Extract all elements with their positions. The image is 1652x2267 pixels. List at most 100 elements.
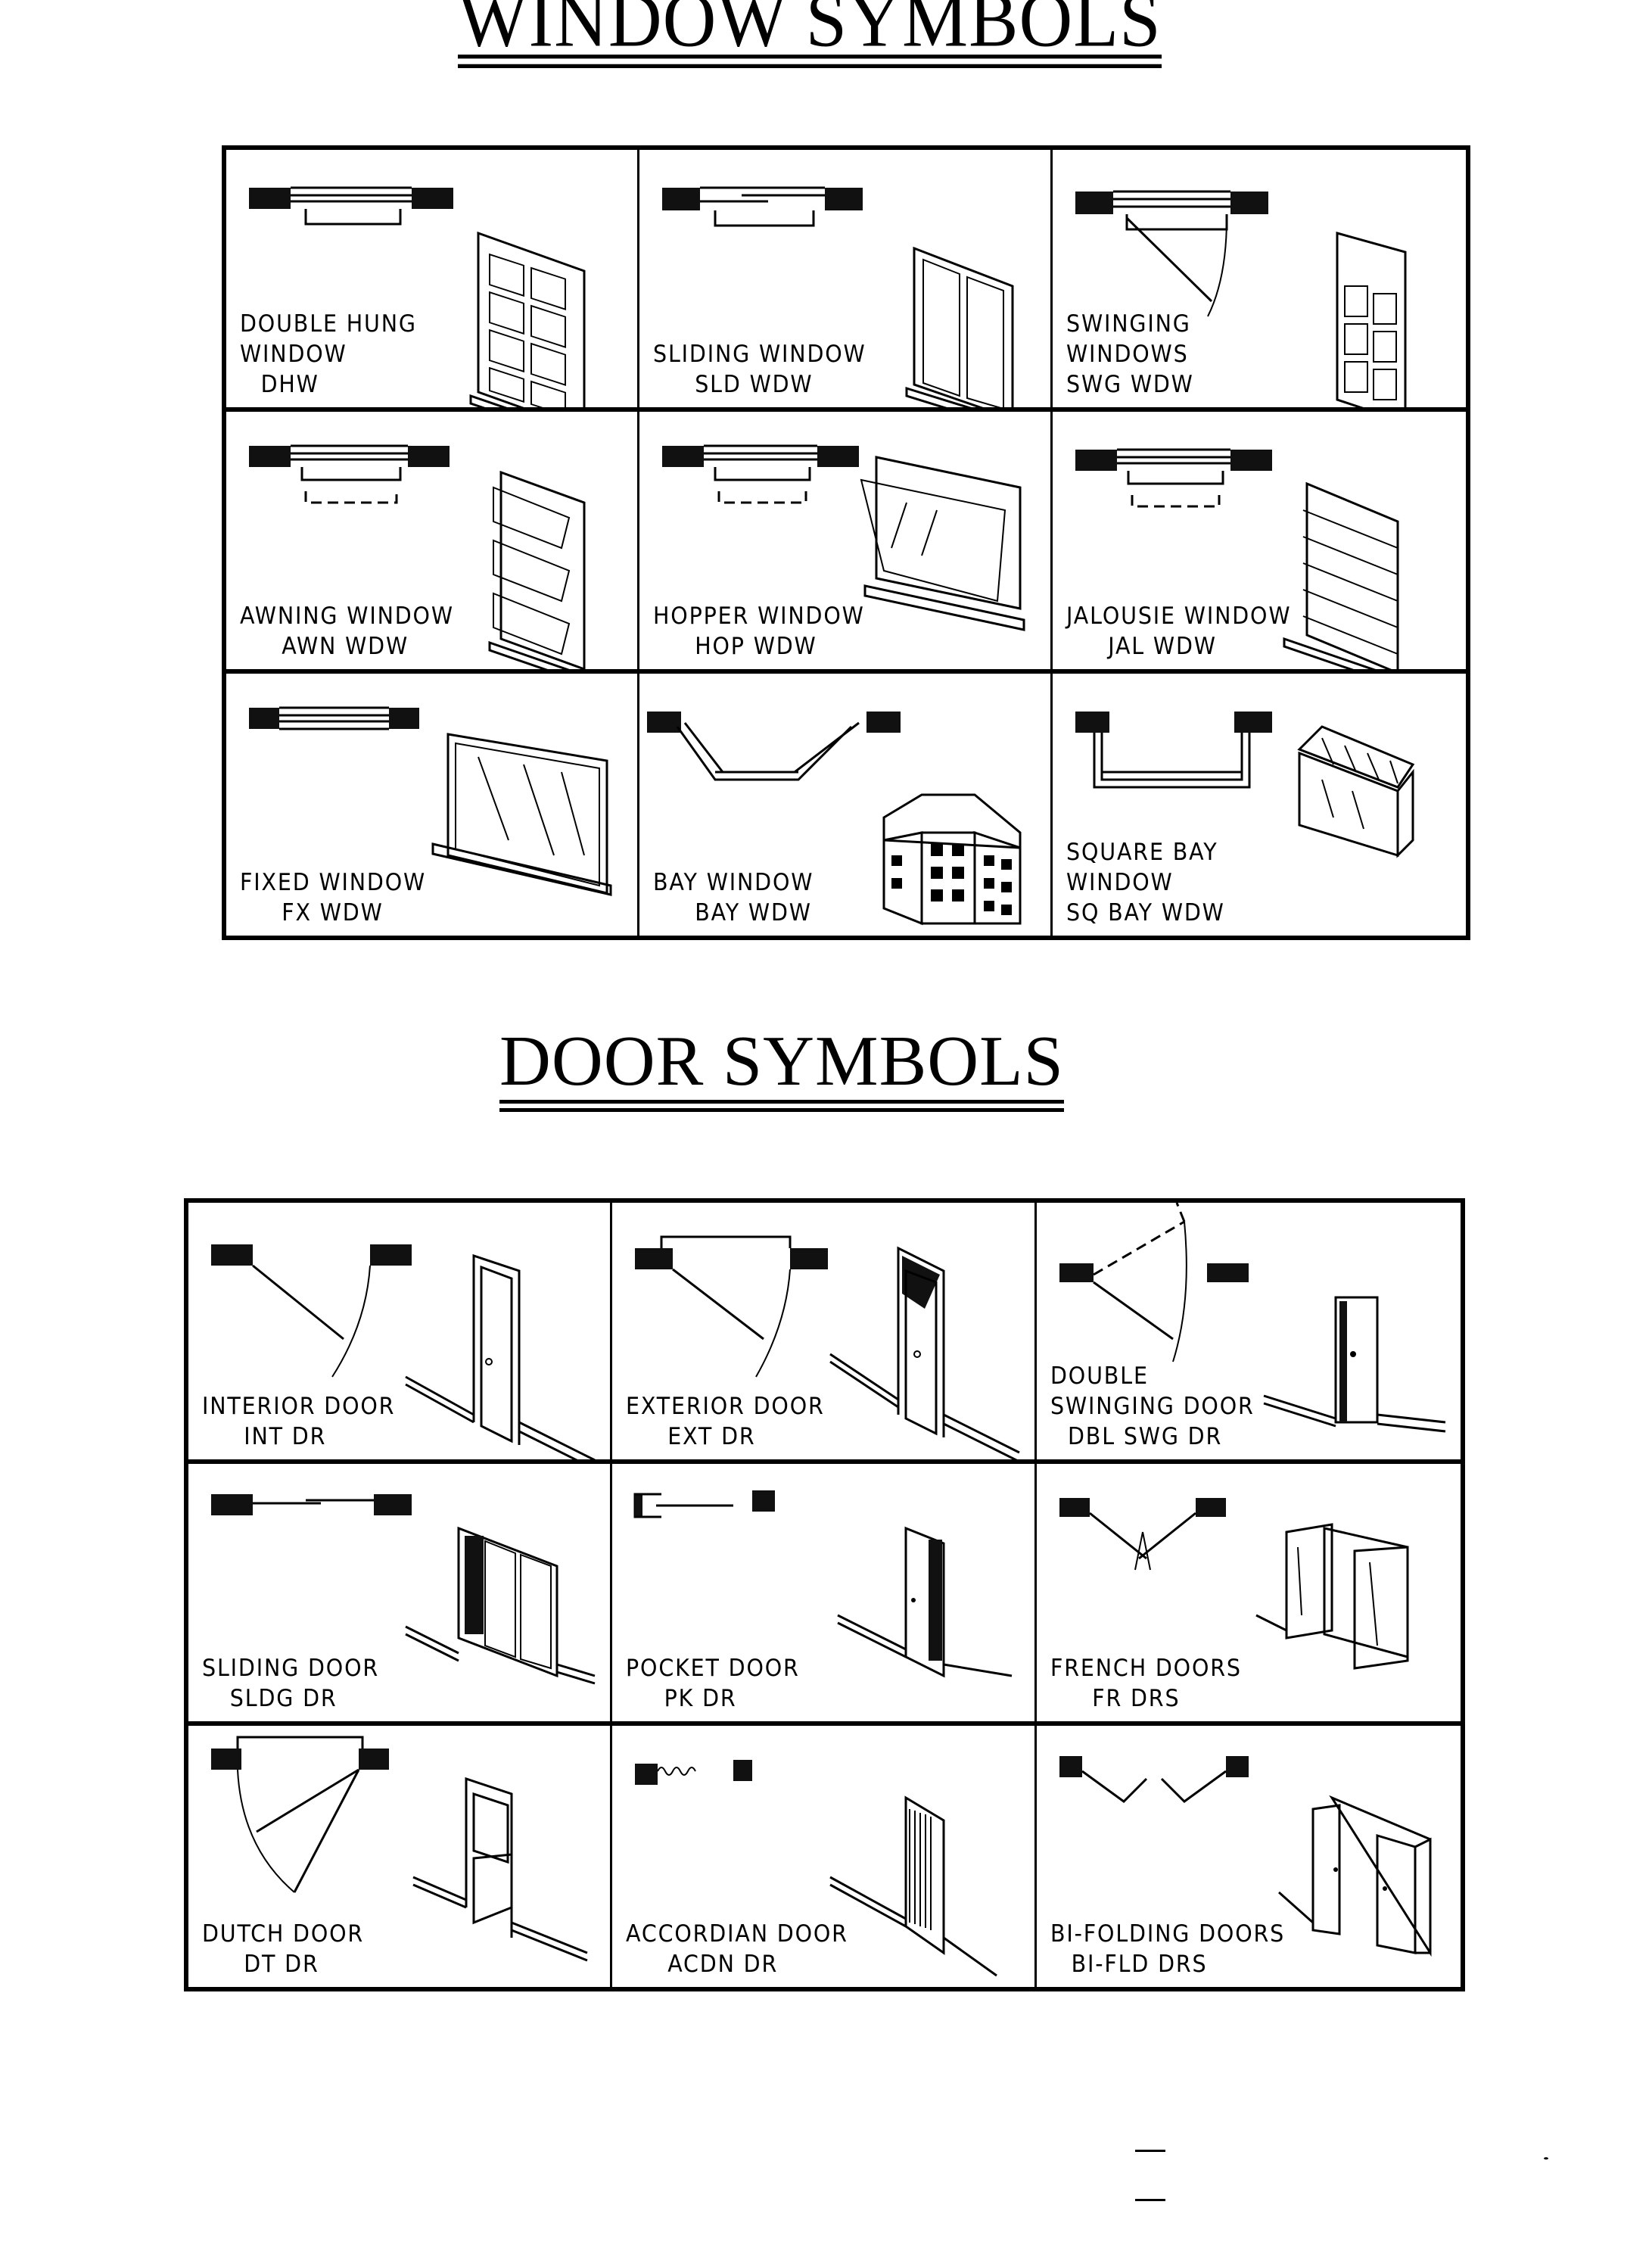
scan-speck [1544,2157,1548,2160]
label-abbr: JAL WDW [1108,633,1217,660]
cell-square-bay-window: SQUARE BAY WINDOW SQ BAY WDW [1053,674,1466,936]
awning-window-icon [488,470,586,669]
jalousie-window-icon [1283,481,1399,669]
exterior-door-plan-icon [635,1235,829,1378]
label-abbr: SLDG DR [229,1684,338,1712]
cell-double-hung-window: DOUBLE HUNG WINDOW DHW [226,150,639,412]
label-abbr: BAY WDW [695,899,812,926]
label-name: SQUARE BAY [1066,839,1218,866]
cell-pocket-door: POCKET DOOR PK DR [612,1464,1037,1726]
square-bay-window-icon [1297,725,1415,858]
cell-exterior-door: EXTERIOR DOOR EXT DR [612,1203,1037,1465]
french-doors-plan-icon [1059,1498,1226,1571]
sliding-door-plan-icon [211,1494,412,1516]
label-name: FIXED WINDOW [240,869,427,896]
title-text: DOOR SYMBOLS [499,1022,1064,1101]
label-abbr: SWG WDW [1066,371,1194,398]
cell-swinging-windows: SWINGING WINDOWS SWG WDW [1053,150,1466,412]
cell-fixed-window: FIXED WINDOW FX WDW [226,674,639,936]
sliding-door-icon [405,1527,596,1685]
label-name: INTERIOR DOOR [202,1393,396,1421]
door-label: POCKET DOOR PK DR [626,1653,800,1714]
scan-speck [1135,2150,1165,2152]
door-label: EXTERIOR DOOR EXT DR [626,1391,825,1452]
label-abbr: FX WDW [282,899,384,926]
door-label: DOUBLE SWINGING DOOR DBL SWG DR [1050,1361,1255,1452]
label-abbr: BI-FLD DRS [1071,1951,1208,1978]
title-underline [499,1100,1064,1104]
fixed-window-icon [431,733,612,896]
label-abbr: ACDN DR [667,1951,779,1978]
door-symbols-table: INTERIOR DOOR INT DR EXTERIOR DOOR EXT D… [184,1198,1465,1991]
label-abbr: SLD WDW [695,371,814,398]
window-label: AWNING WINDOW AWN WDW [240,601,454,662]
french-doors-icon [1255,1523,1409,1671]
interior-door-icon [405,1253,596,1460]
door-label: DUTCH DOOR DT DR [202,1919,364,1979]
sliding-window-icon [905,246,1014,407]
label-name: FRENCH DOORS [1050,1654,1242,1682]
pocket-door-plan-icon [633,1490,776,1518]
sliding-window-plan-icon [662,186,863,227]
label-name: SWINGING [1066,310,1191,338]
title-underline [458,54,1162,59]
label-name: SLIDING WINDOW [653,341,866,368]
door-label: FRENCH DOORS FR DRS [1050,1653,1242,1714]
bay-window-plan-icon [647,712,901,781]
title-underline [458,64,1162,68]
label-name2: WINDOW [240,341,347,368]
label-abbr: SQ BAY WDW [1066,899,1225,926]
hopper-window-icon [860,456,1025,631]
bi-folding-plan-icon [1059,1755,1249,1803]
window-label: FIXED WINDOW FX WDW [240,867,426,928]
scan-speck [1135,2199,1165,2201]
bi-folding-doors-icon [1277,1795,1432,1957]
accordian-door-icon [829,1795,997,1976]
label-name: BI-FOLDING DOORS [1050,1920,1285,1948]
label-abbr: DBL SWG DR [1067,1423,1222,1451]
door-symbols-title: DOOR SYMBOLS [499,1026,1064,1112]
double-swinging-plan-icon [1059,1203,1249,1362]
cell-awning-window: AWNING WINDOW AWN WDW [226,412,639,674]
window-label: JALOUSIE WINDOW JAL WDW [1066,601,1291,662]
bay-window-icon [882,793,1022,926]
label-name: SLIDING DOOR [202,1654,380,1682]
door-label: ACCORDIAN DOOR ACDN DR [626,1919,848,1979]
label-name: POCKET DOOR [626,1654,801,1682]
label-abbr: INT DR [244,1423,327,1451]
cell-sliding-door: SLIDING DOOR SLDG DR [188,1464,613,1726]
door-label: BI-FOLDING DOORS BI-FLD DRS [1050,1919,1285,1979]
cell-french-doors: FRENCH DOORS FR DRS [1036,1464,1461,1726]
label-name: DOUBLE HUNG [240,310,417,338]
label-name: BAY WINDOW [653,869,814,896]
label-name: EXTERIOR DOOR [626,1393,825,1421]
window-symbols-title: WINDOW SYMBOLS [458,0,1162,68]
cell-dutch-door: DUTCH DOOR DT DR [188,1725,613,1987]
accordian-door-plan-icon [635,1759,753,1785]
double-hung-window-icon [469,231,586,407]
label-name: AWNING WINDOW [240,603,454,630]
interior-door-plan-icon [211,1244,412,1378]
cell-double-swinging-door: DOUBLE SWINGING DOOR DBL SWG DR [1036,1203,1461,1465]
label-abbr: DT DR [244,1951,319,1978]
cell-accordian-door: ACCORDIAN DOOR ACDN DR [612,1725,1037,1987]
double-swinging-door-icon [1263,1296,1446,1433]
window-label: SQUARE BAY WINDOW SQ BAY WDW [1066,837,1225,928]
window-label: BAY WINDOW BAY WDW [653,867,814,928]
cell-hopper-window: HOPPER WINDOW HOP WDW [639,412,1053,674]
label-name: HOPPER WINDOW [653,603,865,630]
label-abbr: AWN WDW [282,633,409,660]
label-name: DOUBLE [1050,1362,1149,1390]
door-label: SLIDING DOOR SLDG DR [202,1653,379,1714]
label-name: ACCORDIAN DOOR [626,1920,849,1948]
double-hung-plan-icon [249,186,453,226]
jalousie-window-plan-icon [1075,448,1272,508]
window-label: SLIDING WINDOW SLD WDW [653,339,866,400]
window-symbols-table: DOUBLE HUNG WINDOW DHW SLIDING WINDOW SL… [222,145,1470,940]
cell-jalousie-window: JALOUSIE WINDOW JAL WDW [1053,412,1466,674]
window-label: SWINGING WINDOWS SWG WDW [1066,309,1194,400]
cell-interior-door: INTERIOR DOOR INT DR [188,1203,613,1465]
title-text: WINDOW SYMBOLS [458,0,1162,64]
swinging-window-icon [1336,232,1407,407]
swinging-window-plan-icon [1075,190,1268,317]
